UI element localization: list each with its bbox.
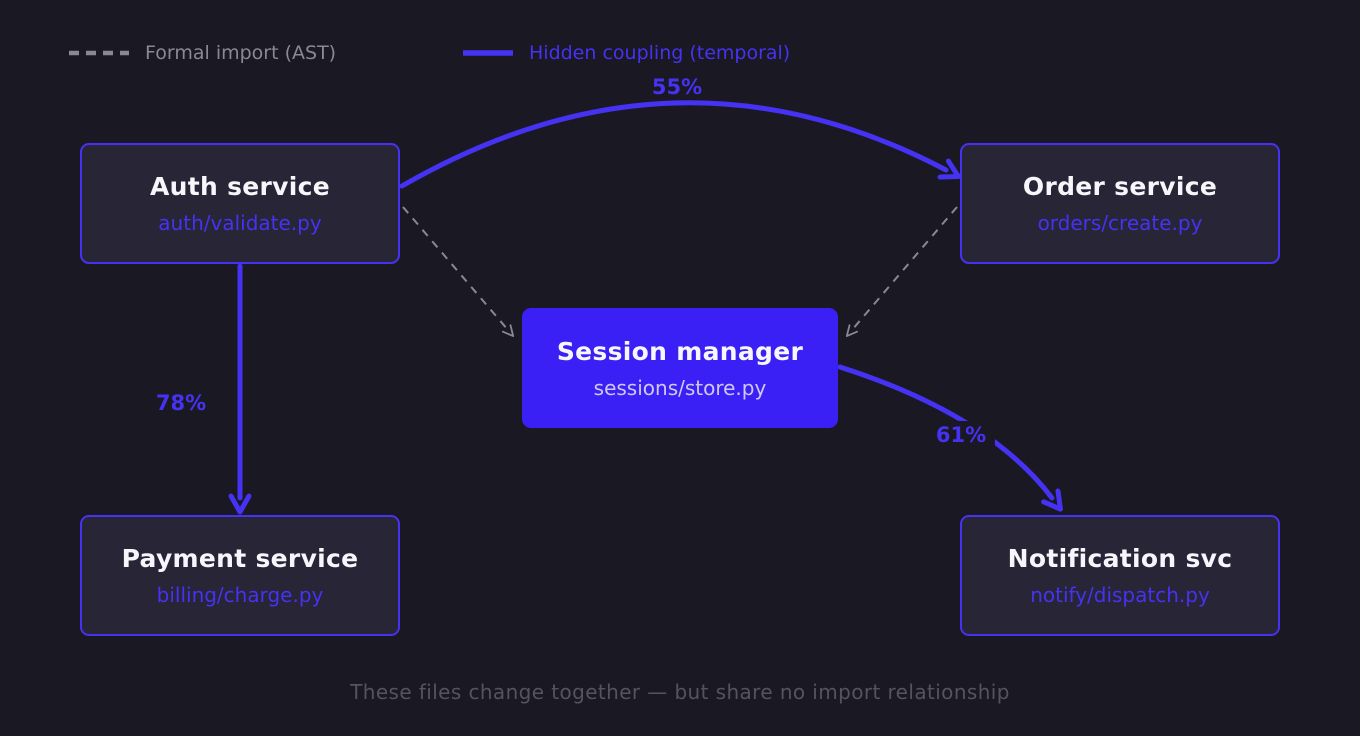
node-title: Notification svc: [1007, 544, 1233, 573]
edge-label-auth-order: 55%: [651, 75, 703, 99]
node-filepath: notify/dispatch.py: [1030, 583, 1210, 607]
edge-auth-to-order: [399, 100, 961, 189]
legend-formal-label: Formal import (AST): [145, 42, 337, 64]
diagram-caption: These files change together — but share …: [350, 680, 1010, 704]
node-filepath: sessions/store.py: [593, 375, 767, 400]
legend-hidden-label: Hidden coupling (temporal): [529, 42, 791, 64]
edge-label-auth-payment: 78%: [155, 391, 207, 415]
node-session-manager: Session manager sessions/store.py: [522, 308, 838, 428]
edge-label-session-notification: 61%: [926, 421, 996, 449]
solid-line-swatch: [463, 50, 513, 56]
node-title: Payment service: [121, 544, 359, 573]
node-payment-service: Payment service billing/charge.py: [80, 515, 400, 636]
node-filepath: auth/validate.py: [158, 211, 322, 235]
legend-hidden-coupling: Hidden coupling (temporal): [462, 41, 790, 65]
node-notification-svc: Notification svc notify/dispatch.py: [960, 515, 1280, 636]
node-order-service: Order service orders/create.py: [960, 143, 1280, 264]
node-title: Auth service: [149, 172, 330, 201]
node-filepath: orders/create.py: [1037, 211, 1203, 235]
legend-formal-import: Formal import (AST): [68, 41, 336, 65]
node-title: Order service: [1022, 172, 1218, 201]
dashed-line-swatch: [69, 50, 129, 56]
node-filepath: billing/charge.py: [156, 583, 324, 607]
edge-auth-to-session-import: [402, 206, 515, 337]
node-title: Session manager: [556, 336, 804, 366]
edge-order-to-session-import: [845, 206, 958, 337]
edge-session-to-notification: [837, 364, 1063, 512]
node-auth-service: Auth service auth/validate.py: [80, 143, 400, 264]
